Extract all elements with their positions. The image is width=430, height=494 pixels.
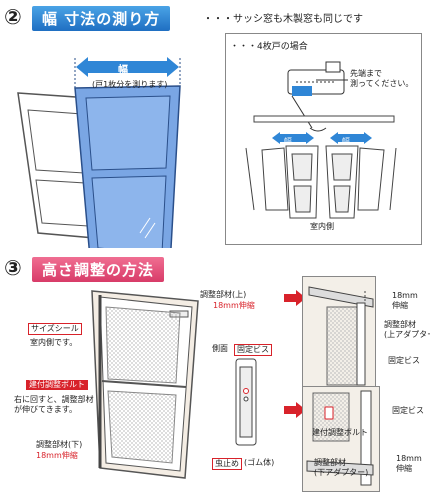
screen-lower-pane bbox=[91, 175, 167, 248]
step-number-2: ② bbox=[4, 5, 22, 29]
adjust-top-label: 調整部材(上) bbox=[200, 290, 247, 299]
panel-width-right-label: 幅 bbox=[342, 137, 350, 146]
fix-screw-icon bbox=[243, 388, 249, 394]
bottom-detail-adjust-bolt: 建付調整ボルト bbox=[312, 428, 368, 437]
tape-callout: 先端まで 測ってください。 bbox=[350, 69, 413, 89]
section-title-height: 高さ調整の方法 bbox=[32, 257, 165, 282]
side-label: 側面 bbox=[212, 344, 228, 353]
turn-right-note: 右に回すと、調整部材 が伸びてきます。 bbox=[14, 395, 94, 414]
width-measure-illustration bbox=[17, 57, 181, 248]
fix-screw-label: 固定ビス bbox=[234, 344, 272, 356]
adjust-bolt-label: 建付調整ボルト bbox=[26, 380, 88, 390]
tape-callout-text: 先端まで 測ってください。 bbox=[350, 69, 414, 88]
rubber-label: (ゴム体) bbox=[244, 458, 275, 467]
bottom-detail-panel bbox=[302, 386, 380, 492]
width-arrow-left-icon bbox=[76, 57, 88, 77]
bottom-detail-ext: 18mm 伸縮 bbox=[396, 454, 422, 473]
top-detail-ext: 18mm 伸縮 bbox=[392, 291, 418, 310]
bottom-detail-adjuster: 調整部材 (下アダプター) bbox=[314, 458, 369, 477]
width-arrow-right-icon bbox=[167, 57, 179, 77]
side-profile bbox=[235, 358, 257, 446]
four-panel-header: ・・・4枚戸の場合 bbox=[230, 42, 308, 52]
section-note: ・・・サッシ窓も木製窓も同じです bbox=[203, 14, 363, 25]
top-detail-panel bbox=[302, 276, 376, 388]
width-arrow-bar bbox=[86, 61, 170, 73]
adjust-bottom-ext: 18mm伸縮 bbox=[36, 451, 78, 460]
section-title-width: 幅 寸法の測り方 bbox=[32, 6, 171, 31]
bottom-detail-fix-screw: 固定ビス bbox=[392, 406, 424, 415]
four-panel-illustration bbox=[245, 61, 397, 219]
arrow-to-top-detail-icon bbox=[284, 290, 306, 306]
bug-stop-label: 虫止め bbox=[212, 458, 242, 470]
panel-width-left-label: 幅 bbox=[284, 137, 292, 146]
adjust-top-ext: 18mm伸縮 bbox=[213, 301, 255, 310]
height-adjust-illustration bbox=[91, 290, 199, 479]
indoor-side-label: 室内側 bbox=[310, 222, 334, 231]
screen-upper-pane bbox=[85, 95, 171, 171]
indoor-side-note: 室内側です。 bbox=[30, 338, 78, 347]
size-seal-label: サイズシール bbox=[28, 323, 82, 335]
step-number-3: ③ bbox=[4, 256, 22, 280]
top-detail-adjuster: 調整部材 (上アダプター) bbox=[384, 320, 430, 339]
width-sub-label: (戸1枚分を測ります) bbox=[92, 80, 168, 89]
top-detail-fix-screw: 固定ビス bbox=[388, 356, 420, 365]
four-panel-case bbox=[225, 33, 422, 245]
arrow-to-bottom-detail-icon bbox=[284, 402, 306, 418]
width-label: 幅 bbox=[118, 65, 128, 76]
adjust-bottom-label: 調整部材(下) bbox=[36, 440, 83, 449]
